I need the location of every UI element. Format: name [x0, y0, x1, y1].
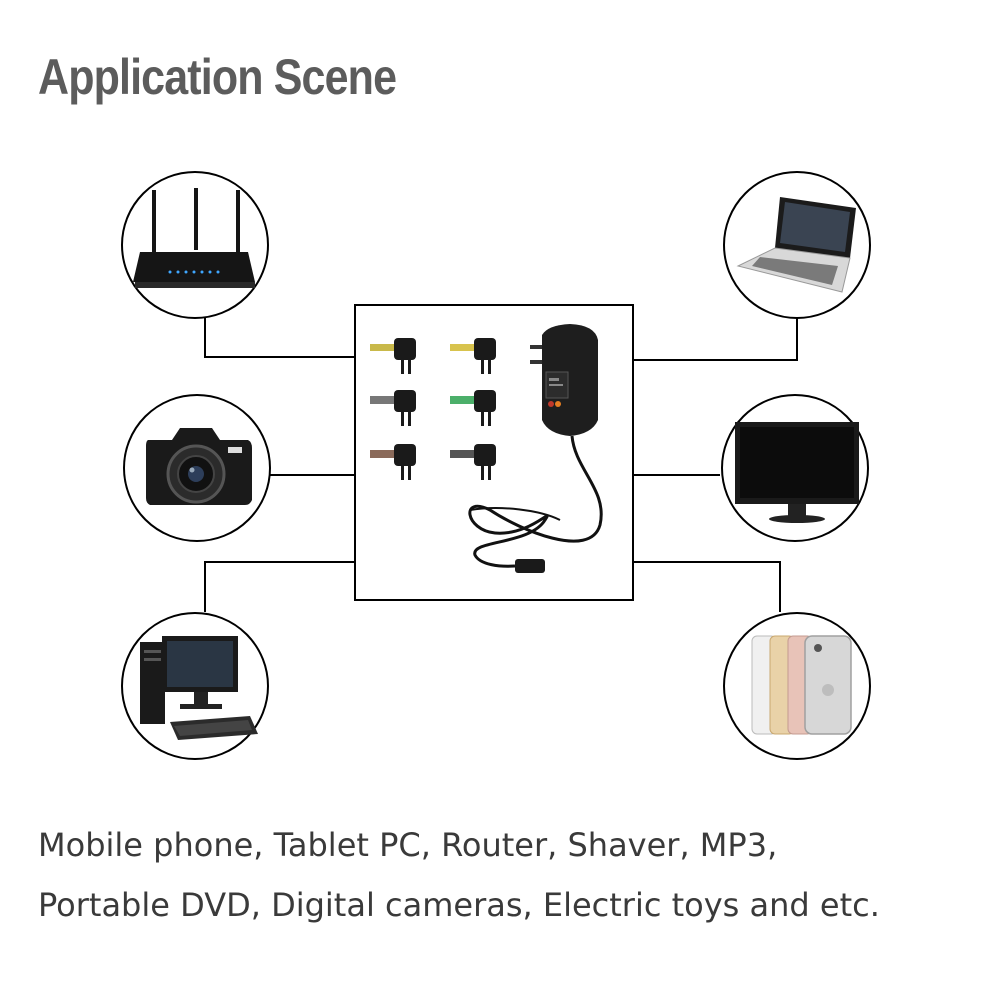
laptop-icon [736, 197, 856, 293]
caption-line-2: Portable DVD, Digital cameras, Electric … [38, 886, 880, 924]
tip-icon [370, 444, 416, 480]
tip-icon [450, 444, 496, 480]
tip-icon [450, 390, 496, 426]
power-adapter-icon [468, 324, 603, 573]
monitor-icon [735, 422, 859, 523]
device-phones [723, 612, 871, 760]
page-title: Application Scene [38, 49, 397, 105]
connector-router [204, 318, 355, 358]
device-desktop [121, 612, 269, 760]
connector-tips [370, 338, 496, 480]
device-router [121, 171, 269, 319]
device-camera [123, 394, 271, 542]
tip-icon [370, 390, 416, 426]
tip-icon [450, 338, 496, 374]
smartphones-icon [751, 635, 852, 735]
router-icon [133, 188, 255, 288]
tip-icon [370, 338, 416, 374]
caption-line-1: Mobile phone, Tablet PC, Router, Shaver,… [38, 826, 778, 864]
connector-phones [633, 561, 781, 612]
connector-laptop [633, 318, 798, 361]
device-laptop [723, 171, 871, 319]
camera-icon [146, 428, 252, 505]
desktop-pc-icon [140, 636, 258, 740]
device-monitor [721, 394, 869, 542]
adapter-product-box [354, 304, 634, 601]
connector-lines [204, 318, 798, 612]
connector-desktop [204, 561, 355, 612]
